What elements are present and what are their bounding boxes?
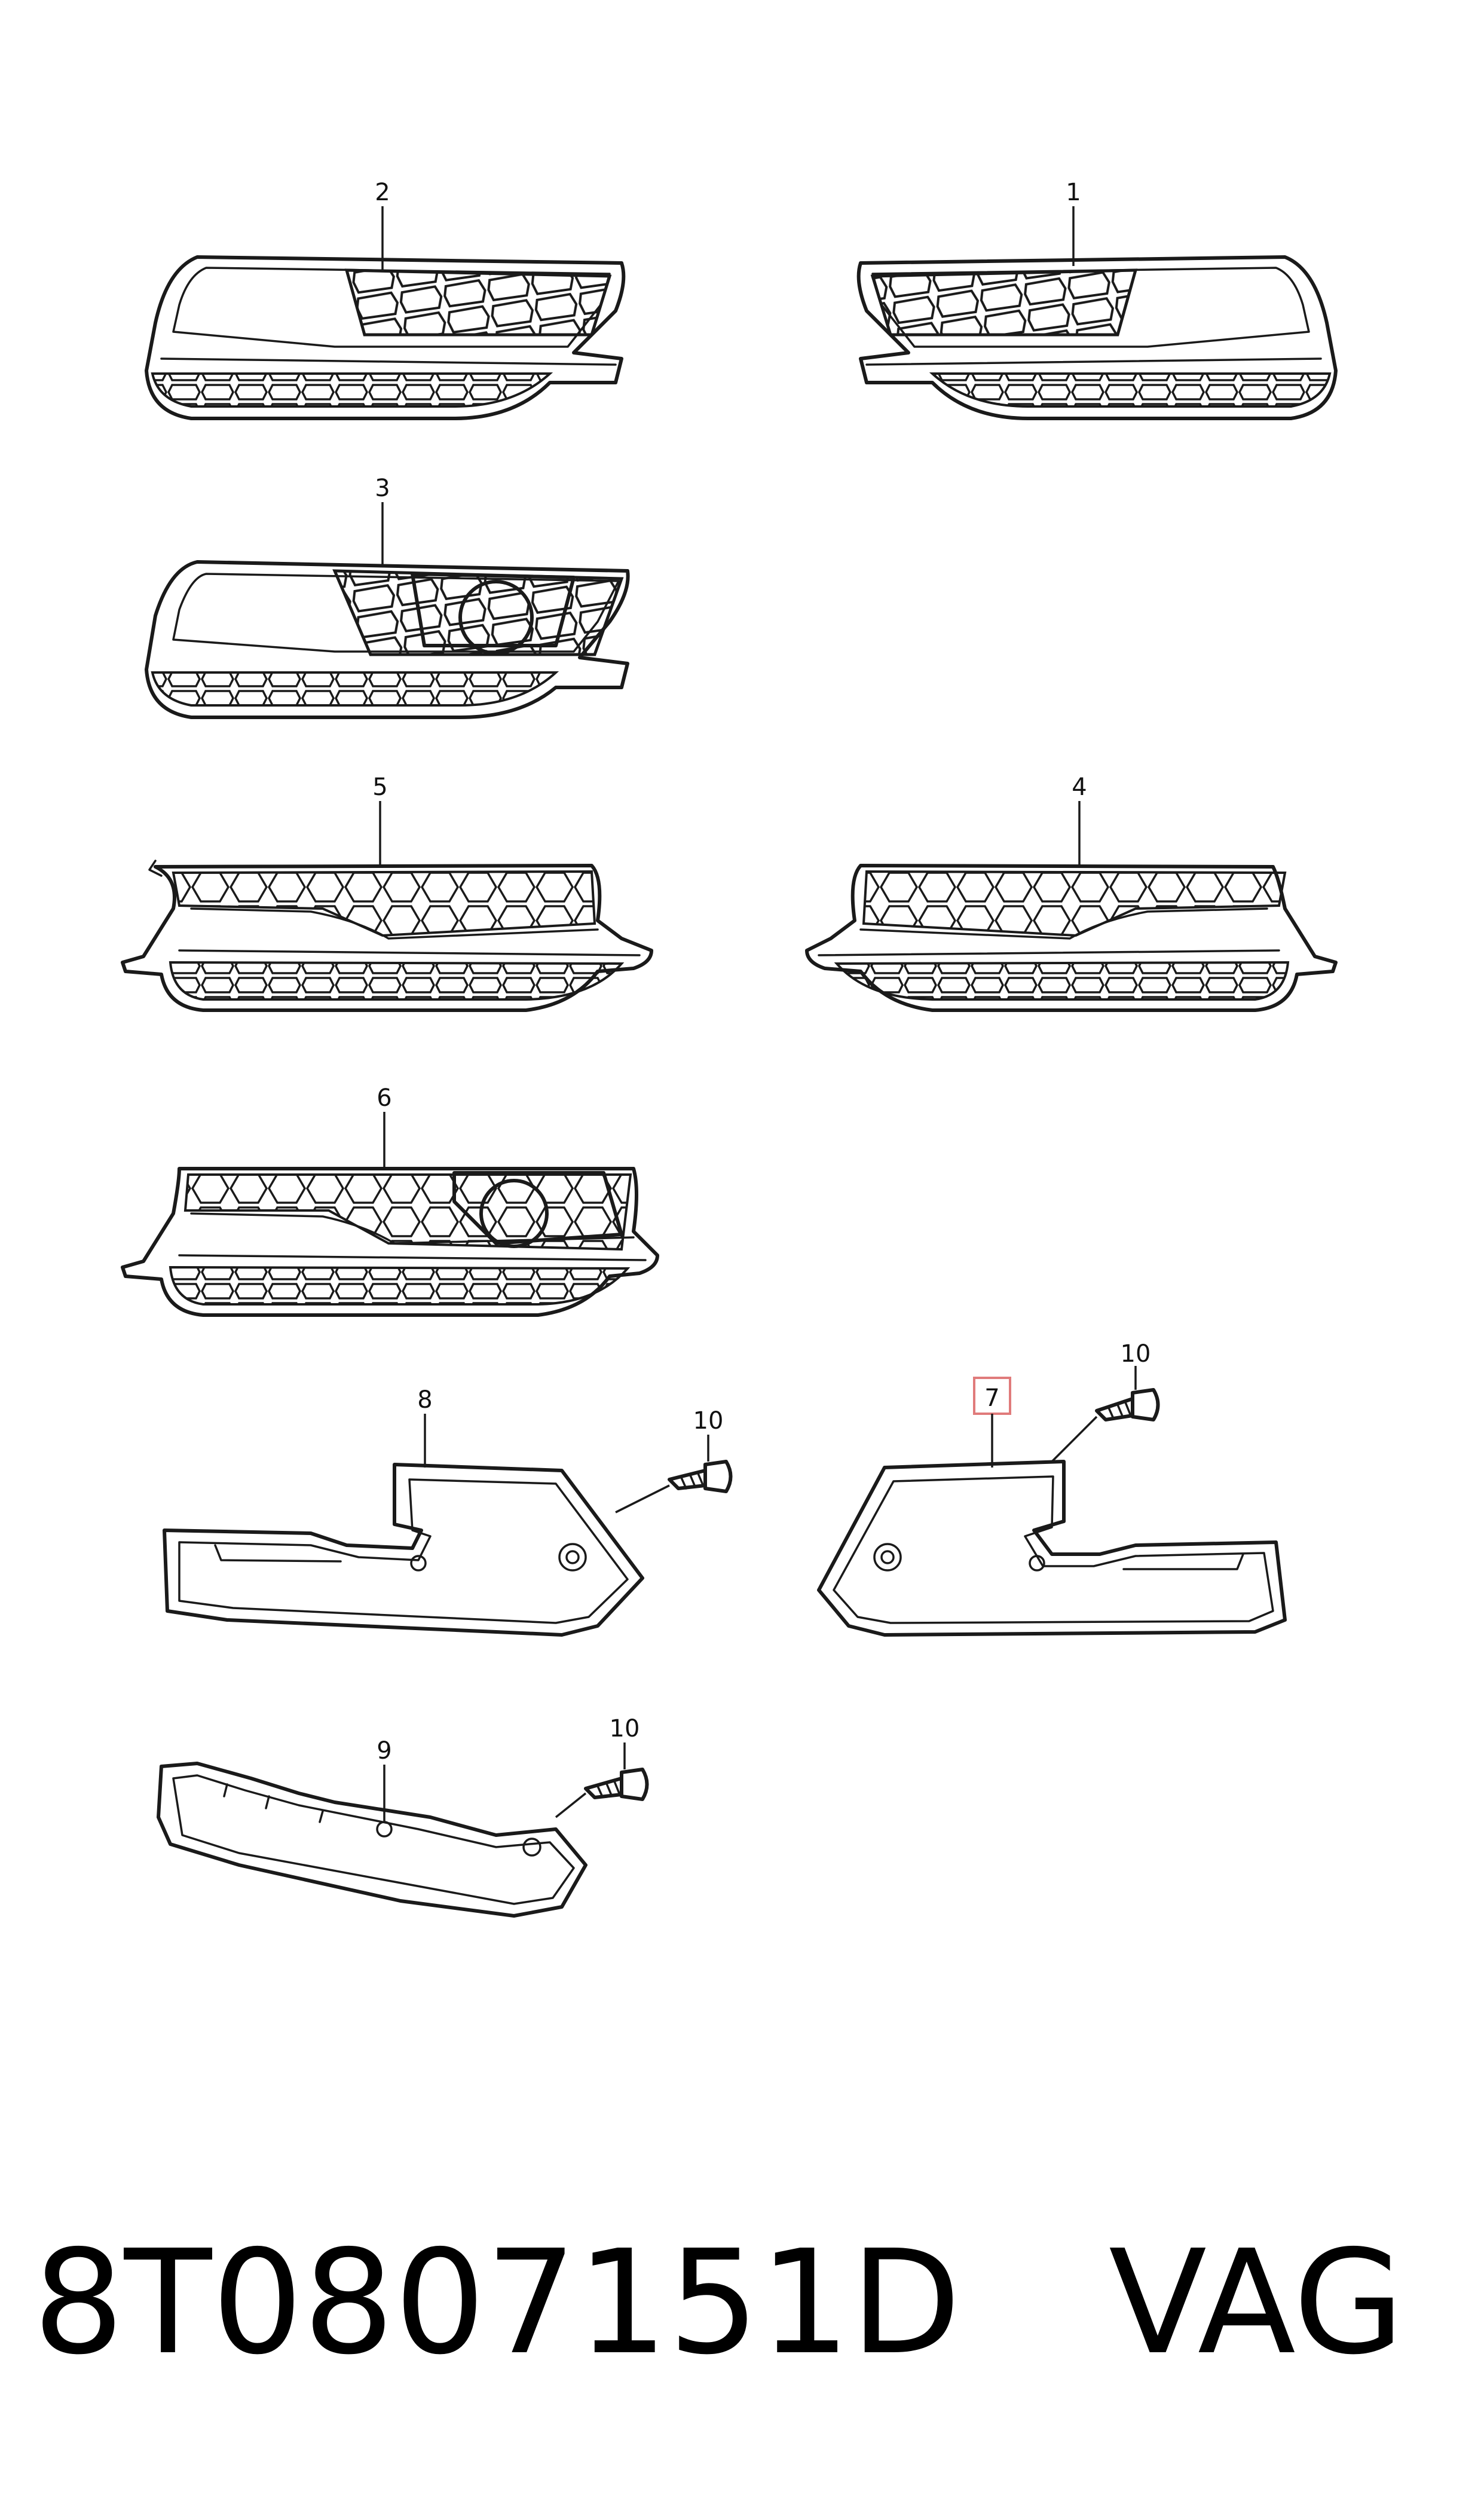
callout-10-b: 10 (1121, 1340, 1151, 1368)
callout-10-c: 10 (610, 1715, 640, 1742)
callout-1: 1 (1066, 179, 1081, 206)
leader-10-a (615, 1484, 670, 1514)
callout-10-a: 10 (693, 1407, 724, 1435)
grille-part-2 (145, 255, 626, 420)
callout-5: 5 (372, 774, 387, 801)
grille-part-5 (121, 860, 653, 1012)
callout-9: 9 (377, 1737, 391, 1765)
callout-6: 6 (377, 1084, 391, 1112)
grille-part-6 (121, 1167, 659, 1317)
trim-part-9 (157, 1762, 588, 1918)
callout-3: 3 (375, 475, 390, 502)
part-number-text: 8T0807151D (33, 2219, 961, 2386)
screw-part-10-a (668, 1460, 733, 1493)
callout-7: 7 (984, 1384, 999, 1412)
grille-part-4 (805, 864, 1338, 1012)
brand-text: VAG (1109, 2219, 1405, 2386)
leader-10-c (555, 1792, 587, 1818)
screw-part-10-b (1095, 1388, 1160, 1421)
bracket-part-7 (817, 1460, 1287, 1637)
screw-part-10-c (584, 1768, 649, 1801)
callout-8: 8 (417, 1386, 432, 1414)
grille-part-1 (856, 255, 1338, 420)
bracket-part-8 (163, 1463, 644, 1637)
callout-2: 2 (375, 179, 390, 206)
callout-4: 4 (1072, 774, 1087, 801)
leader-10-b (1051, 1416, 1098, 1463)
grille-part-3 (145, 560, 630, 719)
